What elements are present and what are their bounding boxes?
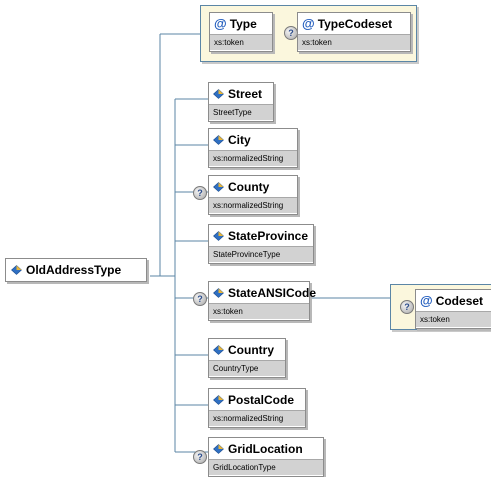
element-country-type: CountryType bbox=[209, 360, 285, 376]
attribute-group: @Type xs:token ? @TypeCodeset xs:token bbox=[200, 5, 417, 62]
element-stateprovince-label: StateProvince bbox=[228, 228, 309, 243]
element-city-label: City bbox=[228, 132, 251, 147]
question-mark-icon: ? bbox=[193, 186, 207, 200]
element-diamond-icon bbox=[213, 134, 224, 145]
element-country[interactable]: Country CountryType bbox=[208, 338, 286, 378]
attribute-type-label: Type bbox=[229, 16, 257, 31]
at-sign-icon: @ bbox=[302, 16, 315, 31]
question-mark-icon: ? bbox=[400, 300, 414, 314]
element-diamond-icon bbox=[213, 394, 224, 405]
root-element-label: OldAddressType bbox=[26, 263, 122, 277]
element-county-type: xs:normalizedString bbox=[209, 197, 297, 213]
element-gridlocation[interactable]: GridLocation GridLocationType bbox=[208, 437, 324, 477]
element-street-label: Street bbox=[228, 86, 263, 101]
attribute-typecodeset[interactable]: @TypeCodeset xs:token bbox=[297, 12, 411, 52]
element-stateprovince[interactable]: StateProvince StateProvinceType bbox=[208, 224, 314, 264]
element-city[interactable]: City xs:normalizedString bbox=[208, 128, 298, 168]
question-mark-icon: ? bbox=[193, 292, 207, 306]
element-stateansicode-label: StateANSICode bbox=[228, 285, 317, 300]
attribute-codeset[interactable]: @Codeset xs:token bbox=[415, 289, 491, 329]
attribute-type-datatype: xs:token bbox=[210, 34, 272, 50]
element-street[interactable]: Street StreetType bbox=[208, 82, 274, 122]
element-diamond-icon bbox=[213, 287, 224, 298]
element-county-label: County bbox=[228, 179, 270, 194]
element-diamond-icon bbox=[213, 88, 224, 99]
attribute-typecodeset-datatype: xs:token bbox=[298, 34, 410, 50]
at-sign-icon: @ bbox=[420, 293, 433, 308]
element-diamond-icon bbox=[213, 230, 224, 241]
element-stateansicode[interactable]: StateANSICode xs:token bbox=[208, 281, 316, 321]
element-street-type: StreetType bbox=[209, 104, 273, 120]
element-diamond-icon bbox=[213, 181, 224, 192]
attribute-codeset-datatype: xs:token bbox=[416, 311, 491, 327]
question-mark-icon: ? bbox=[193, 450, 207, 464]
element-county[interactable]: County xs:normalizedString bbox=[208, 175, 298, 215]
element-postalcode-label: PostalCode bbox=[228, 392, 295, 407]
element-postalcode[interactable]: PostalCode xs:normalizedString bbox=[208, 388, 306, 428]
at-sign-icon: @ bbox=[214, 16, 227, 31]
root-element-oldaddresstype[interactable]: OldAddressType bbox=[5, 258, 147, 282]
element-gridlocation-type: GridLocationType bbox=[209, 459, 323, 475]
element-stateprovince-type: StateProvinceType bbox=[209, 246, 313, 262]
element-diamond-icon bbox=[213, 344, 224, 355]
element-diamond-icon bbox=[11, 265, 22, 275]
stateansicode-attribute-group: ? @Codeset xs:token bbox=[390, 284, 491, 330]
attribute-typecodeset-label: TypeCodeset bbox=[317, 16, 393, 31]
element-stateansicode-type: xs:token bbox=[209, 303, 309, 319]
element-city-type: xs:normalizedString bbox=[209, 150, 297, 166]
attribute-codeset-label: Codeset bbox=[435, 293, 484, 308]
element-country-label: Country bbox=[228, 342, 274, 357]
question-mark-icon: ? bbox=[284, 26, 298, 40]
element-postalcode-type: xs:normalizedString bbox=[209, 410, 305, 426]
attribute-type[interactable]: @Type xs:token bbox=[209, 12, 273, 52]
element-gridlocation-label: GridLocation bbox=[228, 441, 303, 456]
element-diamond-icon bbox=[213, 443, 224, 454]
